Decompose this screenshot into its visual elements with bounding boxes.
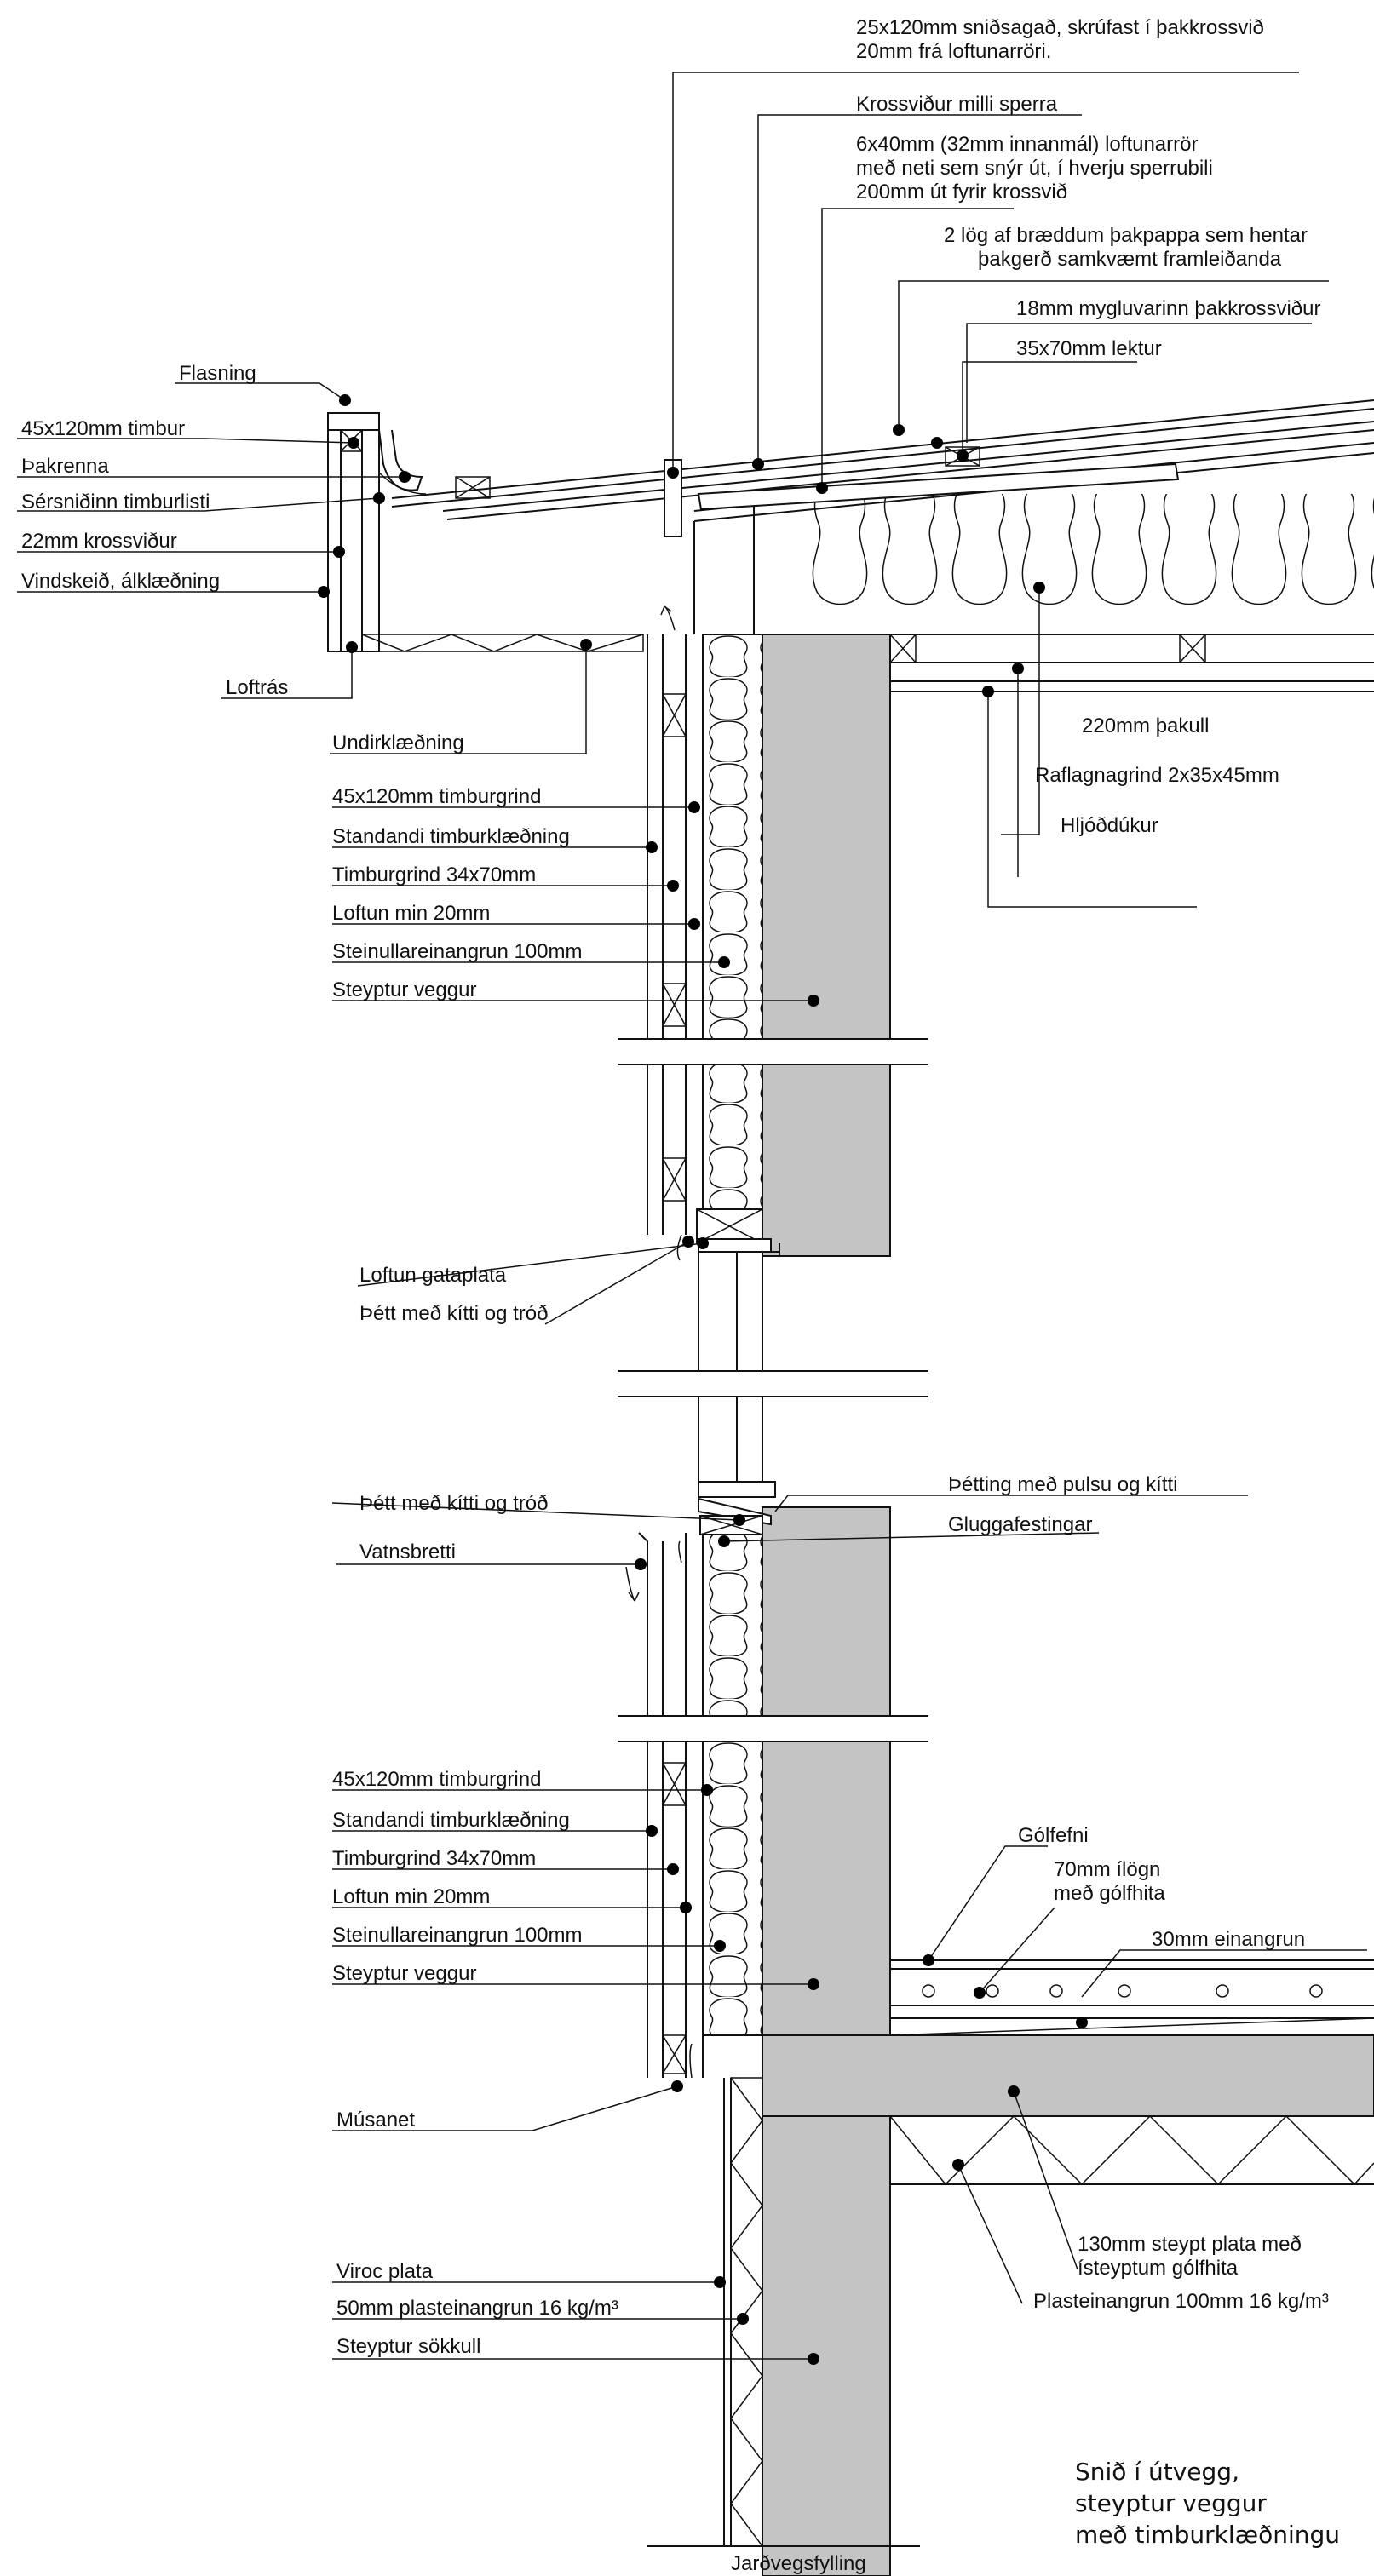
label-plasteinangrun-50: 50mm plasteinangrun 16 kg/m³ <box>336 2297 618 2320</box>
label-upper-loftun: Loftun min 20mm <box>332 902 490 925</box>
label-upper-steinull: Steinullareinangrun 100mm <box>332 940 583 963</box>
label-lower-veggur: Steyptur veggur <box>332 1962 476 1985</box>
label-lektur: 35x70mm lektur <box>1016 337 1162 360</box>
label-golfefni: Gólfefni <box>1018 1824 1089 1847</box>
label-upper-veggur: Steyptur veggur <box>332 978 476 1001</box>
label-gluggafestingar: Gluggafestingar <box>948 1513 1092 1536</box>
label-viroc: Viroc plata <box>336 2260 434 2283</box>
ventilation-arrows <box>625 605 693 2079</box>
label-thakull: 220mm þakull <box>1082 714 1209 737</box>
label-lower-klaedning: Standandi timburklæðning <box>332 1809 570 1832</box>
leader-lines <box>17 72 1367 2360</box>
label-einangrun-30: 30mm einangrun <box>1152 1928 1305 1951</box>
label-thett-upper: Þétt með kítti og tróð <box>359 1302 548 1325</box>
label-timbur-45x120: 45x120mm timbur <box>21 417 185 440</box>
label-loftun-gataplata: Loftun gataplata <box>359 1264 507 1287</box>
label-jardvegsfylling: Jarðvegsfylling <box>731 2552 866 2575</box>
label-lower-grind34: Timburgrind 34x70mm <box>332 1847 536 1870</box>
break-lines <box>618 1038 928 1742</box>
labels: 25x120mm sniðsagað, skrúfast í þakkrossv… <box>21 16 1340 2575</box>
roof-build-up <box>327 399 1374 652</box>
label-raflagnagrind: Raflagnagrind 2x35x45mm <box>1035 764 1279 787</box>
label-sni-sagad: 25x120mm sniðsagað, skrúfast í þakkrossv… <box>856 16 1264 63</box>
label-thett-lower: Þétt með kítti og tróð <box>359 1492 548 1515</box>
label-upper-grind34: Timburgrind 34x70mm <box>332 863 536 886</box>
label-vindskeid: Vindskeið, álklæðning <box>21 570 220 593</box>
label-thetting-pulsu: Þétting með pulsu og kítti <box>948 1473 1177 1496</box>
leader-dots <box>318 394 1088 2365</box>
label-sokkull: Steyptur sökkull <box>336 2335 480 2358</box>
label-timburlisti: Sérsniðinn timburlisti <box>21 491 210 513</box>
window-section <box>638 1208 780 1652</box>
label-lower-steinull: Steinullareinangrun 100mm <box>332 1924 583 1947</box>
wall-cladding <box>647 634 704 2078</box>
label-lower-timburgrind: 45x120mm timburgrind <box>332 1768 541 1791</box>
label-upper-klaedning: Standandi timburklæðning <box>332 825 570 848</box>
label-loftras: Loftrás <box>226 676 288 699</box>
label-musanet: Músanet <box>336 2108 415 2131</box>
concrete-wall <box>762 634 1374 2576</box>
ceiling-build-up <box>762 494 1374 692</box>
label-undirklaedning: Undirklæðning <box>332 731 464 754</box>
label-vatnsbretti: Vatnsbretti <box>359 1540 456 1563</box>
label-thakkrossvidur: 18mm mygluvarinn þakkrossviður <box>1016 297 1320 320</box>
label-lower-loftun: Loftun min 20mm <box>332 1885 490 1908</box>
label-flasning: Flasning <box>179 362 256 385</box>
label-hljodukur: Hljóðdúkur <box>1061 814 1158 837</box>
label-upper-timburgrind: 45x120mm timburgrind <box>332 785 541 808</box>
label-krossvidur-milli-sperra: Krossviður milli sperra <box>856 93 1058 116</box>
label-plasteinangrun-100: Plasteinangrun 100mm 16 kg/m³ <box>1033 2290 1329 2313</box>
floor-build-up <box>889 1959 1374 2186</box>
plinth-insulation <box>647 2077 920 2547</box>
label-krossvidur-22: 22mm krossviður <box>21 530 177 553</box>
label-thakrenna: Þakrenna <box>21 455 109 478</box>
